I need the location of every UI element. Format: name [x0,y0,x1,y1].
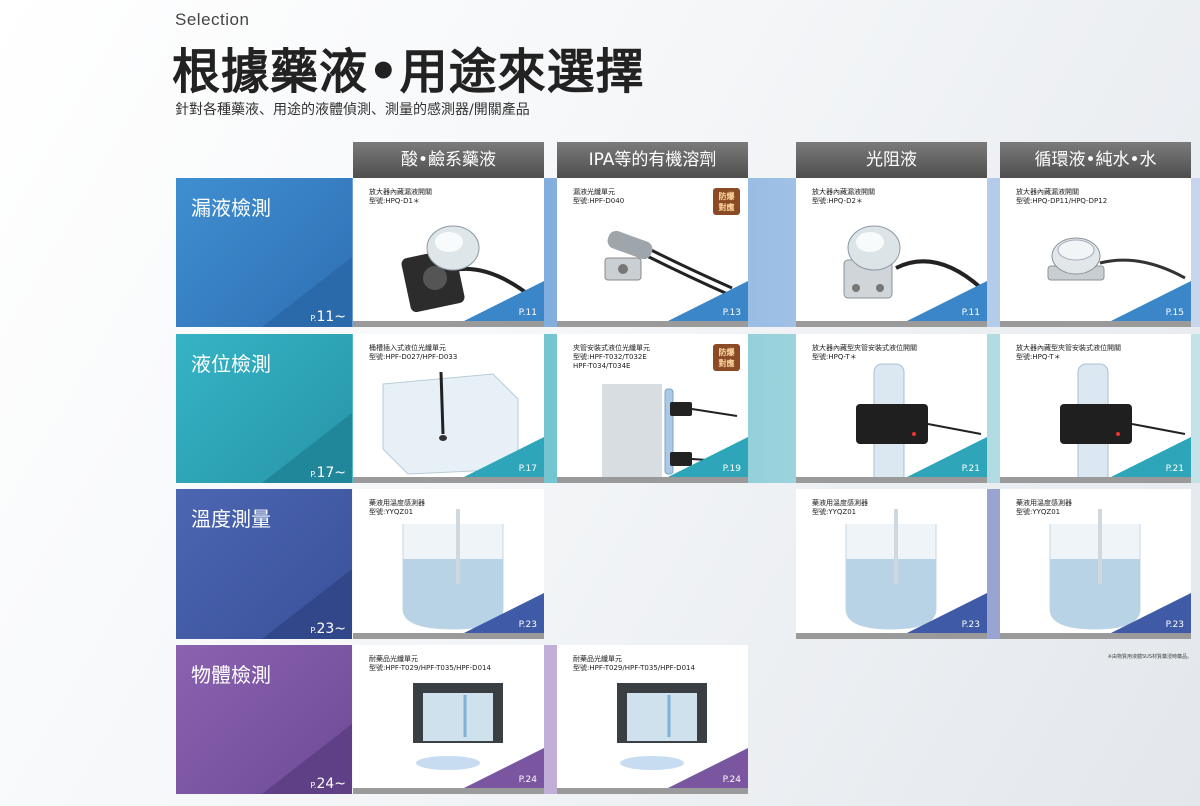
page-link[interactable]: P.23 [961,620,980,630]
fiber-unit-image [604,230,733,298]
product-name: 夾管安裝式液位光纖單元 [573,344,650,352]
row-page-ref: P.11~ [310,309,346,325]
product-model: 型號:HPQ-D1＊ [369,197,420,205]
row-page-ref: P.23~ [310,621,346,637]
product-model: 型號:HPQ-T＊ [1016,353,1061,361]
product-model: 型號:HPF-T029/HPF-T035/HPF-D014 [369,664,491,672]
row-label-temperature[interactable]: 溫度測量 P.23~ [176,489,352,639]
product-card-temp-water[interactable]: 藥液用溫度感測器 型號:YYQZ01 P.23 [1000,489,1191,639]
column-header-organic-solvent: IPA等的有機溶劑 [557,142,748,178]
product-name: 放大器內藏型夾管安裝式液位開關 [1016,344,1121,352]
page-link[interactable]: P.21 [1165,464,1184,474]
product-name: 桶槽插入式液位光纖單元 [369,344,446,352]
leak-sensor-image [401,225,535,313]
product-name: 放大器內藏漏液開關 [369,188,432,196]
page-link[interactable]: P.19 [722,464,741,474]
row-label-leak-detection[interactable]: 漏液檢測 P.11~ [176,178,352,327]
explosion-proof-badge: 防爆 對應 [713,344,740,371]
row-label-text: 漏液檢測 [191,196,271,220]
product-name: 耐藥品光纖單元 [573,655,622,663]
product-model: 型號:HPF-D040 [573,197,625,205]
product-model: 型號:HPF-D027/HPF-D033 [369,353,458,361]
product-model: 型號:HPF-T032/T032E HPF-T034/T034E [573,353,647,370]
row-label-level-detection[interactable]: 液位檢測 P.17~ [176,334,352,483]
product-card-leak-water[interactable]: 放大器內藏漏液開關 型號:HPQ-DP11/HPQ-DP12 P.15 [1000,178,1191,327]
product-model: 型號:YYQZ01 [369,508,414,516]
row-page-ref: P.17~ [310,465,346,481]
row-label-text: 液位檢測 [191,352,271,376]
footnote: ※由物質用液體SUS材質藥浸時藥品。 [1107,654,1192,660]
product-name: 藥液用溫度感測器 [812,499,868,507]
product-card-temp-resist[interactable]: 藥液用溫度感測器 型號:YYQZ01 P.23 [796,489,987,639]
product-card-level-resist[interactable]: 放大器內藏型夾管安裝式液位開關 型號:HPQ-T＊ P.21 [796,334,987,483]
page-link[interactable]: P.17 [518,464,537,474]
page-subtitle: 針對各種藥液、用途的液體偵測、測量的感測器/開關產品 [175,102,530,118]
row-page-ref: P.24~ [310,776,346,792]
page-link[interactable]: P.11 [961,308,980,318]
product-card-object-acid[interactable]: 耐藥品光纖單元 型號:HPF-T029/HPF-T035/HPF-D014 P.… [353,645,544,794]
product-model: 型號:YYQZ01 [1016,508,1061,516]
leak-sensor-image [1047,237,1186,281]
page-link[interactable]: P.24 [518,775,537,785]
explosion-proof-badge: 防爆 對應 [713,188,740,215]
product-card-level-water[interactable]: 放大器內藏型夾管安裝式液位開關 型號:HPQ-T＊ P.21 [1000,334,1191,483]
product-name: 放大器內藏漏液開關 [812,188,875,196]
row-strip-object [544,645,557,794]
selection-eyebrow: Selection [175,10,250,29]
product-card-level-acid[interactable]: 桶槽插入式液位光纖單元 型號:HPF-D027/HPF-D033 P.17 [353,334,544,483]
product-card-leak-ipa[interactable]: 漏液光纖單元 型號:HPF-D040 防爆 對應 P.13 [557,178,748,327]
page-link[interactable]: P.13 [722,308,741,318]
product-card-temp-acid[interactable]: 藥液用溫度感測器 型號:YYQZ01 P.23 [353,489,544,639]
product-name: 藥液用溫度感測器 [369,499,425,507]
product-card-leak-resist[interactable]: 放大器內藏漏液開關 型號:HPQ-D2＊ P.11 [796,178,987,327]
product-model: 型號:YYQZ01 [812,508,857,516]
product-name: 放大器內藏型夾管安裝式液位開關 [812,344,917,352]
column-header-water: 循環液•純水•水 [1000,142,1191,178]
page-link[interactable]: P.23 [518,620,537,630]
page-link[interactable]: P.15 [1165,308,1184,318]
pipe-clamp-sensor-image [856,363,982,477]
column-header-photoresist: 光阻液 [796,142,987,178]
chemical-tank-image [413,683,503,770]
page-link[interactable]: P.21 [961,464,980,474]
page-title: 根據藥液•用途來選擇 [172,44,645,100]
row-label-text: 溫度測量 [191,507,271,531]
product-card-leak-acid[interactable]: 放大器內藏漏液開關 型號:HPQ-D1＊ P.11 [353,178,544,327]
page-link[interactable]: P.11 [518,308,537,318]
product-card-level-ipa[interactable]: 夾管安裝式液位光纖單元 型號:HPF-T032/T032E HPF-T034/T… [557,334,748,483]
pipe-clamp-sensor-image [1060,363,1186,477]
row-label-text: 物體檢測 [191,663,271,687]
product-name: 漏液光纖單元 [573,188,615,196]
pipe-level-image [602,384,738,477]
leak-sensor-image [843,225,983,299]
product-name: 放大器內藏漏液開關 [1016,188,1079,196]
page-link[interactable]: P.24 [722,775,741,785]
row-strip-temp [987,489,1000,639]
row-label-object-detection[interactable]: 物體檢測 P.24~ [176,645,352,794]
product-name: 耐藥品光纖單元 [369,655,418,663]
product-model: 型號:HPQ-T＊ [812,353,857,361]
page-link[interactable]: P.23 [1165,620,1184,630]
product-model: 型號:HPQ-DP11/HPQ-DP12 [1016,197,1108,205]
product-name: 藥液用溫度感測器 [1016,499,1072,507]
product-model: 型號:HPF-T029/HPF-T035/HPF-D014 [573,664,695,672]
product-model: 型號:HPQ-D2＊ [812,197,863,205]
column-header-acid-alkali: 酸•鹼系藥液 [353,142,544,178]
product-card-object-ipa[interactable]: 耐藥品光纖單元 型號:HPF-T029/HPF-T035/HPF-D014 P.… [557,645,748,794]
